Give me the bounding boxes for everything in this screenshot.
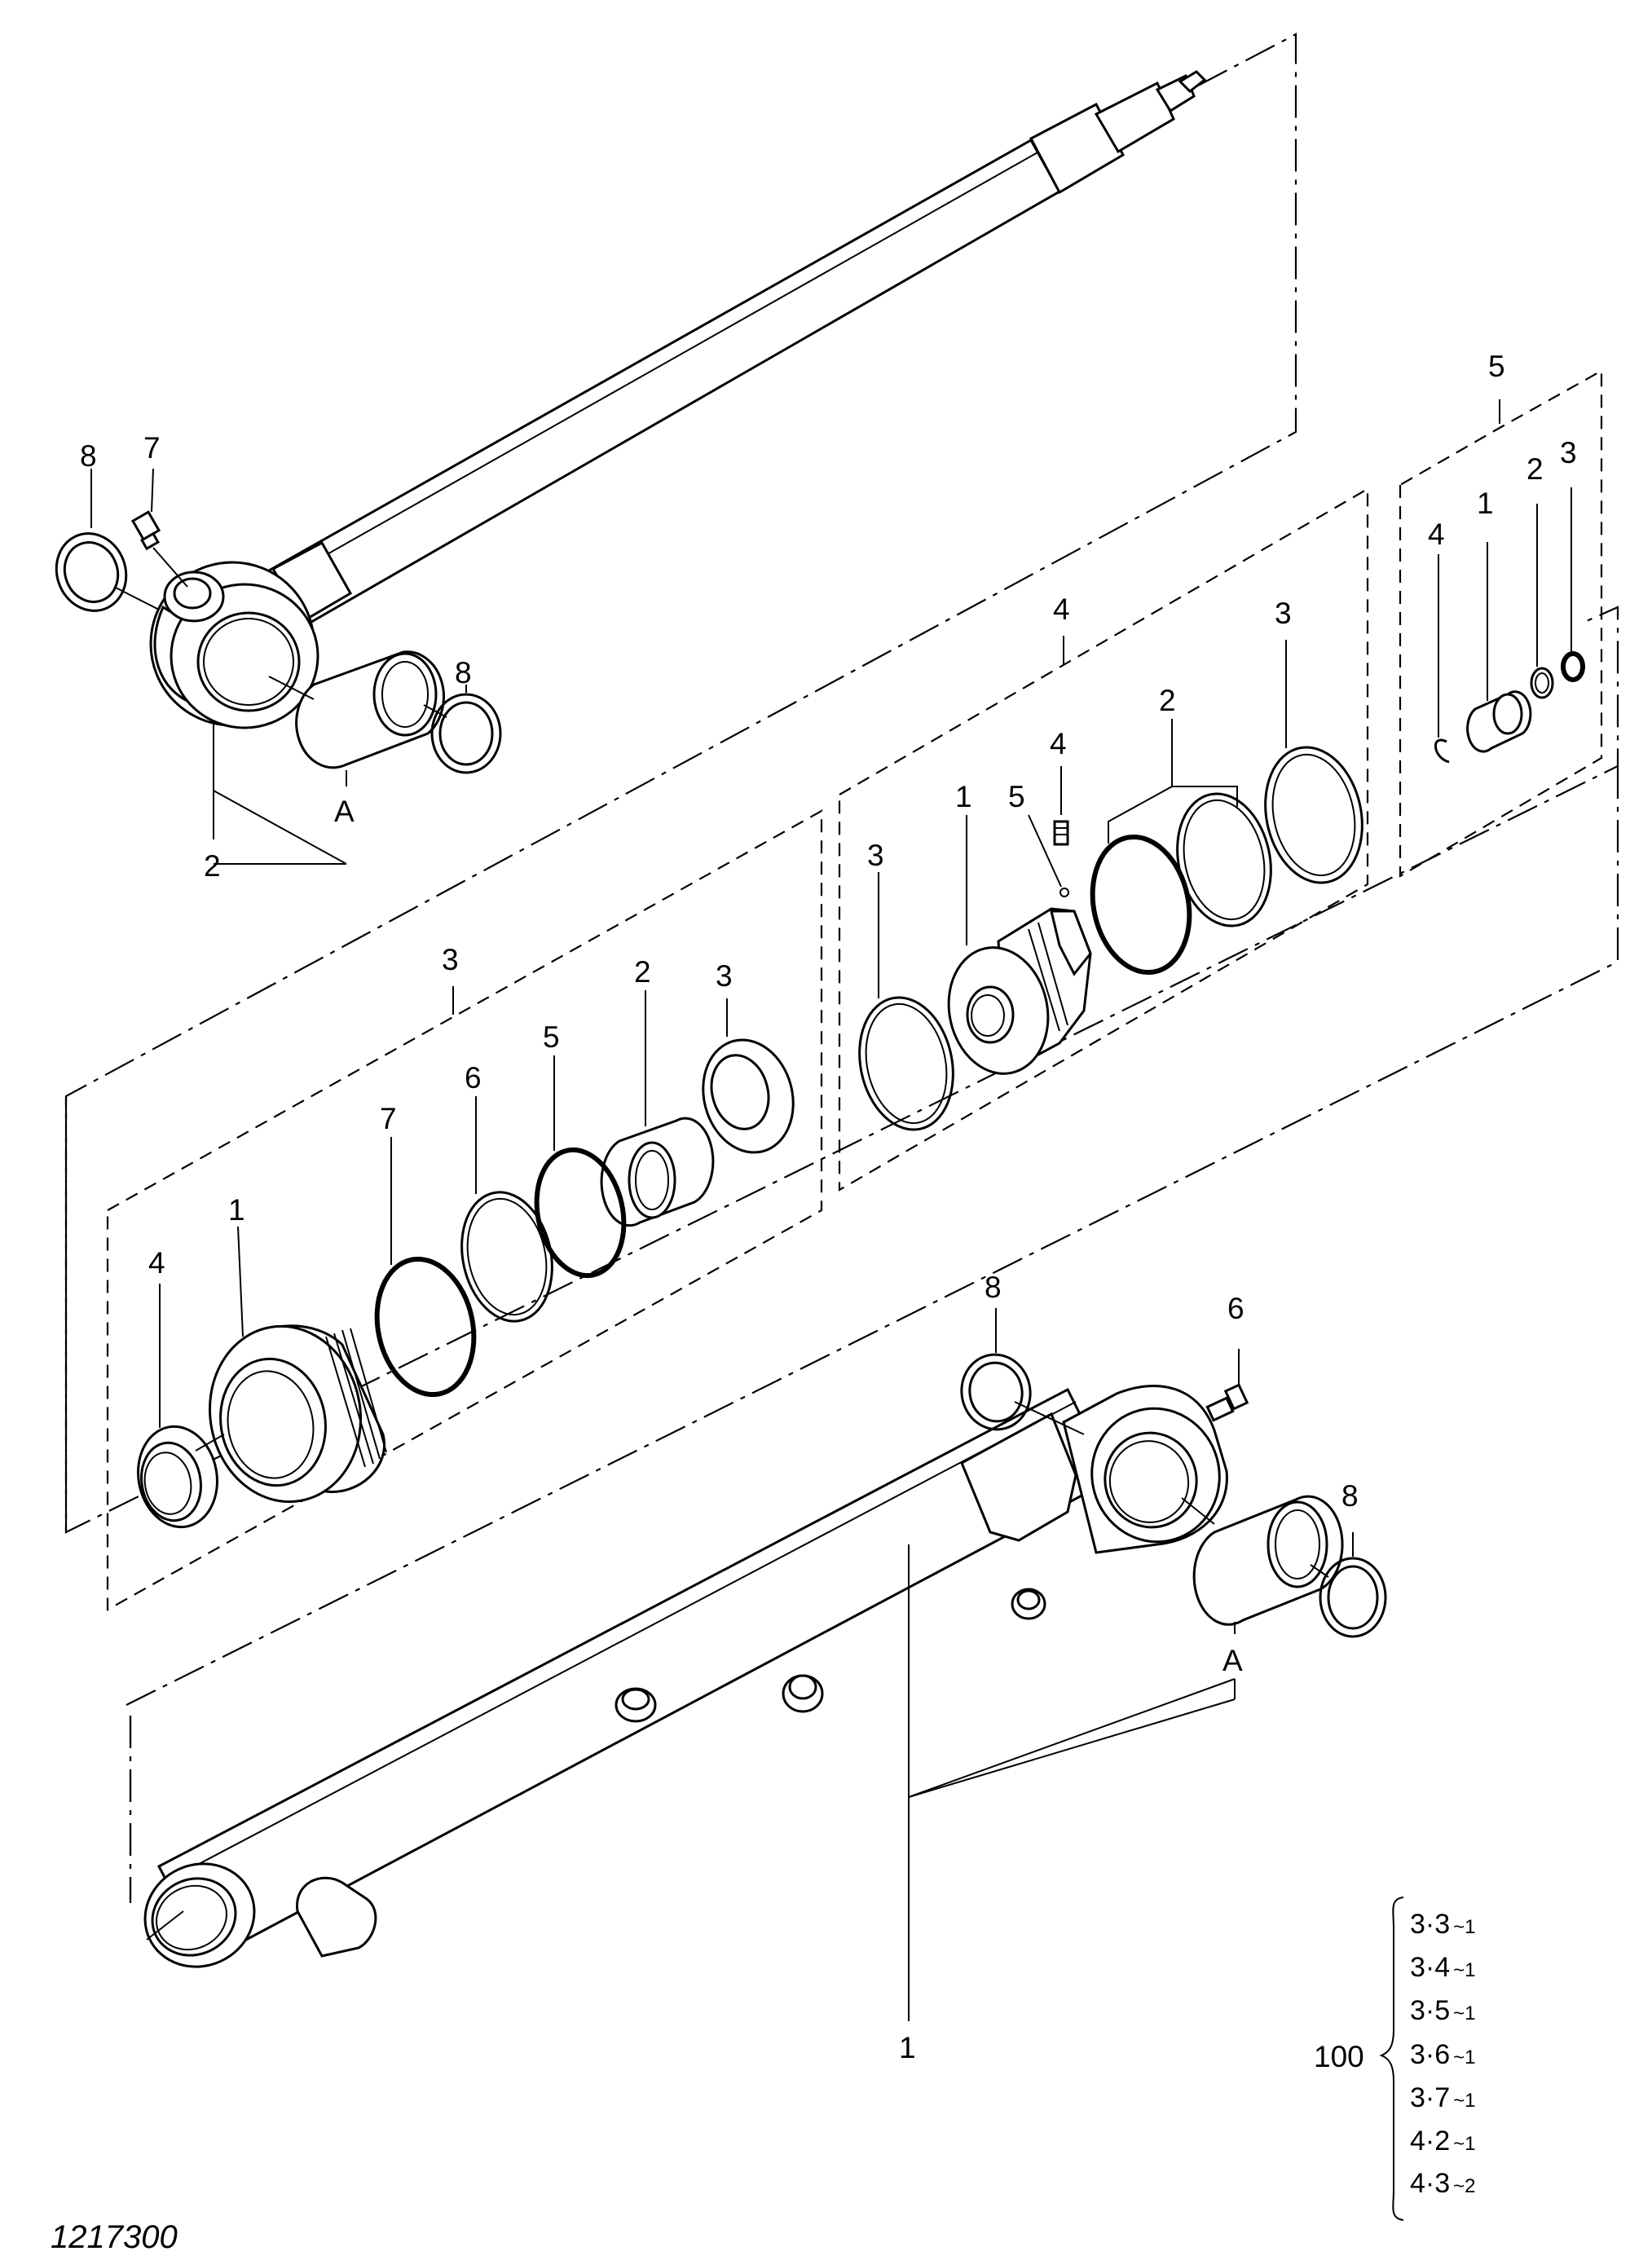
seal-kit-item-2: 3·4~1	[1410, 1952, 1476, 1983]
svg-text:4·3~2: 4·3~2	[1410, 2168, 1476, 2199]
callout-g3-2: 2	[634, 955, 651, 989]
piston-ring-4-2b: 2	[1108, 684, 1272, 927]
callout-rod-8-right: 8	[455, 656, 472, 689]
seal-kit-item-1: 3·3~1	[1410, 1909, 1476, 1940]
seal-kit-item-4: 3·6~1	[1410, 2039, 1476, 2070]
head-ring-3-5: 5	[534, 1020, 627, 1279]
piston-ring-4-2a	[1090, 834, 1192, 976]
tube-grease-fitting-6	[1205, 1349, 1249, 1422]
tube-head-collar	[960, 1412, 1077, 1620]
svg-text:3·5~1: 3·5~1	[1410, 1995, 1476, 2026]
group-3-box: 3	[106, 809, 823, 1611]
piston-setscrew-4-4: 4	[1050, 727, 1069, 846]
callout-g5-1: 1	[1477, 487, 1494, 520]
head-bushing-3-2: 2	[600, 955, 715, 1227]
head-seal-3-4: 4	[137, 1246, 225, 1529]
rod-assembly-callouts: 8 7 8 A 2	[80, 431, 472, 883]
callout-rod-7: 7	[143, 431, 161, 465]
piston-ball-4-5: 5	[1008, 780, 1069, 897]
callout-g4-3-left: 3	[867, 839, 884, 872]
seal-kit-item-3: 3·5~1	[1410, 1995, 1476, 2026]
callout-g4-3-right: 3	[1275, 597, 1292, 630]
group-4-box: 4	[838, 487, 1369, 1192]
callout-tube-A: A	[1222, 1644, 1243, 1677]
tube-eye	[1062, 1384, 1228, 1554]
tube-port-upper-left	[615, 1674, 824, 1723]
piston-ring-4-3-left: 3	[858, 839, 954, 1131]
stopper-clip-5-4: 4	[1428, 518, 1450, 764]
callout-g3-3: 3	[716, 959, 733, 993]
seal-kit-reference: 100 3·3~1 3·4~1 3·5~1 3·6~1 3·7~1 4·2~1 …	[1314, 1897, 1476, 2221]
callout-g5-4: 4	[1428, 518, 1445, 551]
callout-g3-5: 5	[543, 1020, 560, 1054]
seal-kit-label: 100	[1314, 2040, 1364, 2073]
svg-text:3·4~1: 3·4~1	[1410, 1952, 1476, 1983]
stopper-ring-5-3: 3	[1560, 436, 1585, 682]
tube-dust-seal-8-right	[1319, 1557, 1387, 1638]
bushing-A-rod	[268, 650, 447, 769]
callout-g5-3: 3	[1560, 436, 1577, 469]
piston-ring-4-3-right: 3	[1264, 597, 1363, 884]
figure-number: 1217300	[51, 2219, 178, 2255]
rod-eye	[149, 561, 319, 729]
callout-g4-2: 2	[1159, 684, 1176, 717]
group-5-box: 5	[1399, 350, 1603, 878]
seal-kit-item-7: 4·3~2	[1410, 2168, 1476, 2199]
stopper-5-1: 1	[1466, 487, 1532, 753]
tube-assembly-callouts: 8 6 8 A 1	[899, 1271, 1359, 2064]
callout-tube-8-left: 8	[985, 1271, 1002, 1304]
callout-g3-1: 1	[228, 1193, 245, 1227]
head-part-3-3: 3	[702, 959, 795, 1154]
grease-fitting-7	[130, 510, 188, 588]
piston-4-1: 1	[947, 780, 1092, 1075]
dust-seal-8-right	[430, 693, 502, 774]
callout-tube-1: 1	[899, 2031, 916, 2064]
callout-tube-6: 6	[1227, 1292, 1245, 1325]
callout-rod-8-left: 8	[80, 439, 97, 473]
assembly-axis-lines	[64, 33, 1619, 1903]
callout-g5-2: 2	[1526, 452, 1544, 486]
callout-g4-5: 5	[1008, 780, 1025, 813]
dust-seal-8-left	[55, 532, 160, 612]
seal-kit-item-6: 4·2~1	[1410, 2126, 1476, 2156]
callout-rod-A: A	[334, 795, 355, 828]
callout-g3-7: 7	[380, 1102, 397, 1135]
group-3-label: 3	[442, 943, 459, 976]
callout-g3-6: 6	[465, 1061, 482, 1095]
group-4-label: 4	[1053, 593, 1070, 626]
callout-g4-4: 4	[1050, 727, 1067, 760]
head-ring-3-7: 7	[374, 1102, 477, 1398]
tube-dust-seal-8-left	[960, 1353, 1085, 1435]
piston-rod	[267, 70, 1207, 630]
tube-bushing-A	[1181, 1495, 1344, 1626]
stopper-ring-5-2: 2	[1526, 452, 1554, 699]
thread-lines	[325, 1328, 387, 1468]
svg-text:3·6~1: 3·6~1	[1410, 2039, 1476, 2070]
svg-text:3·3~1: 3·3~1	[1410, 1909, 1476, 1940]
callout-g3-4: 4	[148, 1246, 165, 1280]
group-5-label: 5	[1488, 350, 1505, 383]
tube-port-bottom	[296, 1876, 377, 1958]
callout-g4-1: 1	[955, 780, 972, 813]
head-ring-3-6: 6	[460, 1061, 553, 1323]
callout-rod-2: 2	[204, 849, 221, 883]
cylinder-head-3-1: 1	[208, 1193, 387, 1504]
callout-tube-8-right: 8	[1341, 1479, 1359, 1513]
svg-text:3·7~1: 3·7~1	[1410, 2082, 1476, 2113]
svg-text:4·2~1: 4·2~1	[1410, 2126, 1476, 2156]
seal-kit-item-5: 3·7~1	[1410, 2082, 1476, 2113]
